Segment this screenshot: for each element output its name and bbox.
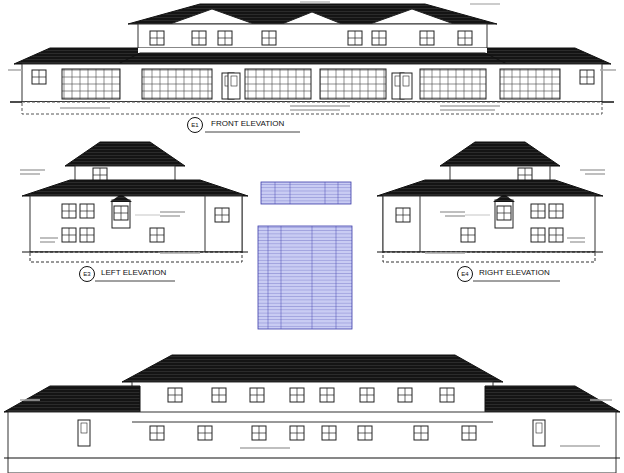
marker-text: E3	[83, 271, 90, 277]
view-title: RIGHT ELEVATION	[478, 269, 551, 277]
marker-text: E4	[461, 271, 468, 277]
elevation-marker: E1	[187, 117, 203, 133]
elevation-marker: E4	[457, 266, 473, 282]
left-elevation	[20, 142, 248, 262]
front-elevation	[8, 2, 616, 132]
elevation-marker: E3	[79, 266, 95, 282]
right-elevation	[377, 142, 605, 262]
marker-text: E1	[191, 122, 198, 128]
view-title: FRONT ELEVATION	[210, 120, 285, 128]
schedule-tables	[258, 182, 352, 329]
rear-elevation	[4, 355, 620, 473]
view-title: LEFT ELEVATION	[100, 269, 167, 277]
